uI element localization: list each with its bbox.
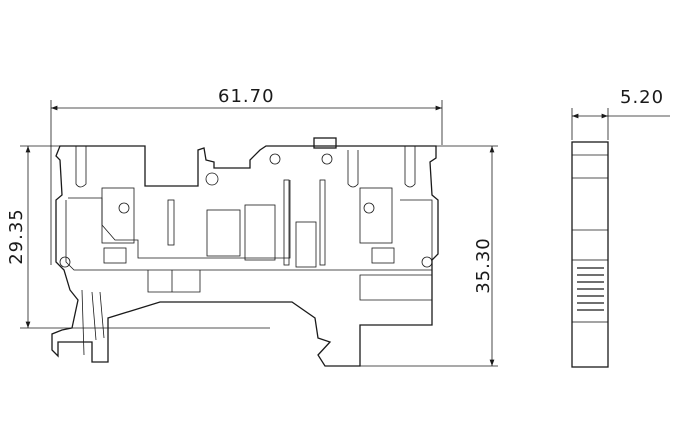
front-view <box>51 137 439 367</box>
right-height-dimension <box>335 145 498 367</box>
left-height-dimension <box>20 145 270 329</box>
width-dimension-label: 61.70 <box>218 86 275 107</box>
right-height-dimension-label: 35.30 <box>472 237 494 294</box>
thickness-dimension-label: 5.20 <box>620 87 665 108</box>
left-height-dimension-label: 29.35 <box>5 208 27 265</box>
side-view <box>571 108 670 368</box>
width-dimension <box>50 100 443 265</box>
